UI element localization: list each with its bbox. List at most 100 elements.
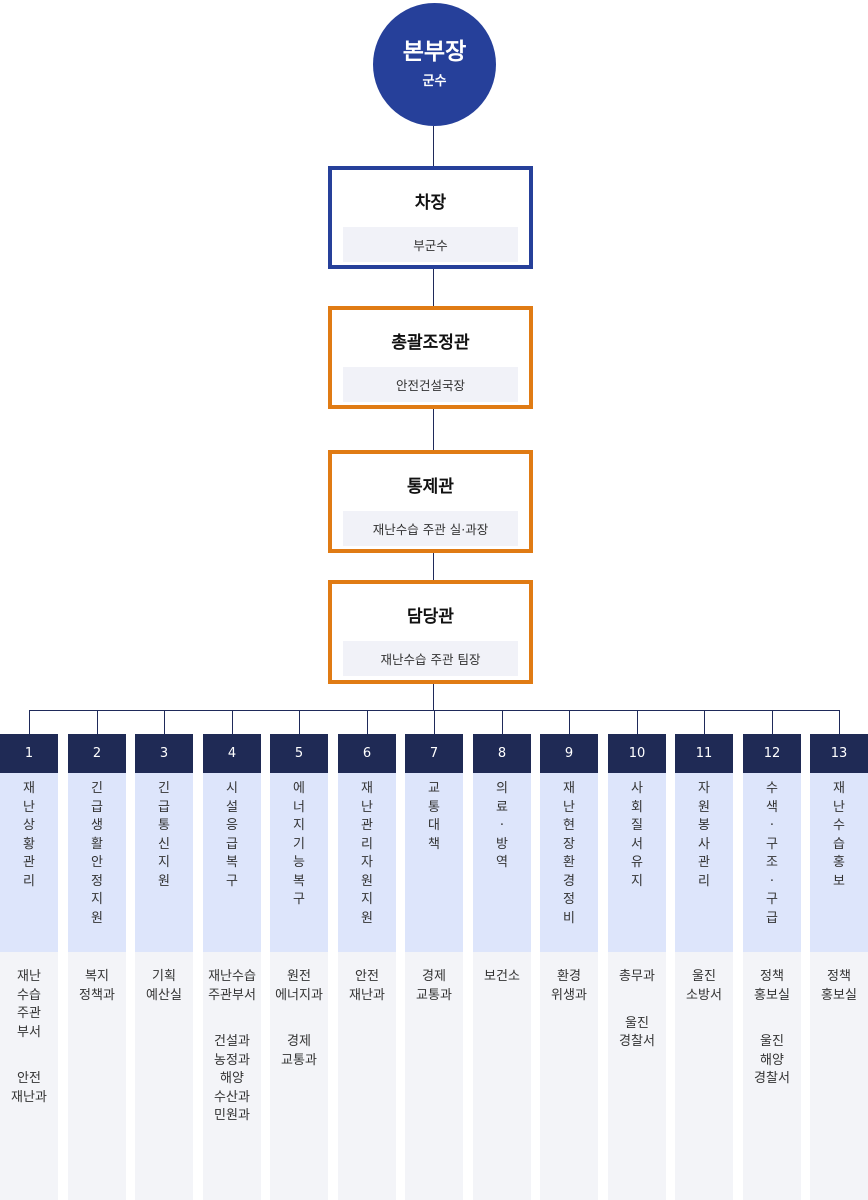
column-number: 1 (0, 734, 58, 773)
task-char: 회 (631, 799, 643, 815)
task-char: 급 (766, 910, 778, 926)
task-char: 원 (158, 873, 170, 889)
task-char: 리 (23, 873, 35, 889)
department-label: 환경 위생과 (551, 969, 587, 1003)
level-title: 담당관 (407, 607, 454, 627)
column-number: 11 (675, 734, 733, 773)
task-char: 상 (23, 818, 35, 833)
task-char: · (769, 873, 775, 889)
connector-drop (772, 710, 773, 734)
task-char: 시 (226, 781, 238, 796)
task-char: · (769, 818, 775, 833)
column-departments: 기획 예산실 (135, 952, 193, 1200)
department-label: 원전 에너지과 (275, 969, 323, 1003)
task-char: 통 (158, 818, 170, 833)
task-char: 급 (226, 836, 238, 852)
task-char: 서 (631, 836, 643, 852)
task-char: 구 (226, 873, 238, 889)
task-char: 에 (293, 781, 305, 796)
task-char: 의 (496, 781, 508, 796)
task-char: 재 (23, 781, 35, 796)
task-char: 구 (766, 836, 778, 852)
task-char: 황 (23, 836, 35, 852)
column-departments: 경제 교통과 (405, 952, 463, 1200)
task-char: 정 (91, 873, 103, 889)
department-label: 재난 수습 주관 부서 (17, 969, 41, 1040)
task-char: 경 (563, 873, 575, 889)
department-label: 정책 홍보실 (821, 969, 857, 1003)
column-departments: 정책 홍보실 (810, 952, 868, 1200)
department-label: 총무과 (619, 969, 655, 984)
task-char: 난 (833, 799, 845, 815)
task-char: 재 (563, 781, 575, 796)
department-label: 정책 홍보실 (754, 969, 790, 1003)
column-departments: 울진 소방서 (675, 952, 733, 1200)
task-char: 구 (293, 892, 305, 907)
connector-drop (164, 710, 165, 734)
top-node-subtitle: 군수 (422, 73, 447, 89)
department-label: 경제 교통과 (416, 969, 452, 1003)
task-char: 자 (698, 781, 710, 796)
department-label: 복지 정책과 (79, 969, 115, 1003)
task-char: 현 (563, 818, 575, 833)
task-char: 료 (496, 799, 508, 815)
column-number: 6 (338, 734, 396, 773)
task-char: · (499, 818, 505, 833)
level-box-controller: 통제관 재난수습 주관 실·과장 (328, 450, 533, 553)
column-number: 13 (810, 734, 868, 773)
level-box-deputy: 차장 부군수 (328, 166, 533, 269)
task-char: 수 (766, 781, 778, 796)
department-label: 안전 재난과 (11, 1071, 47, 1105)
task-char: 유 (631, 855, 643, 870)
task-char: 대 (428, 818, 440, 833)
connector-drop (637, 710, 638, 734)
task-char: 자 (361, 855, 373, 870)
task-char: 관 (361, 818, 373, 833)
level-subtitle: 재난수습 주관 팀장 (343, 641, 518, 676)
task-char: 책 (428, 836, 440, 852)
task-char: 보 (833, 873, 845, 889)
task-char: 방 (496, 836, 508, 852)
task-char: 응 (226, 818, 238, 833)
task-char: 질 (631, 818, 643, 833)
task-char: 구 (766, 892, 778, 907)
task-char: 난 (563, 799, 575, 815)
task-char: 습 (833, 836, 845, 852)
task-char: 지 (91, 892, 103, 907)
task-char: 설 (226, 799, 238, 815)
task-char: 긴 (91, 781, 103, 796)
column-number: 3 (135, 734, 193, 773)
column-number: 10 (608, 734, 666, 773)
connector-drop (367, 710, 368, 734)
level-subtitle: 부군수 (343, 227, 518, 262)
task-char: 색 (766, 799, 778, 815)
task-char: 역 (496, 855, 508, 870)
task-char: 난 (361, 799, 373, 815)
task-char: 관 (698, 855, 710, 870)
task-char: 원 (698, 799, 710, 815)
task-char: 복 (293, 873, 305, 889)
column-departments: 안전 재난과 (338, 952, 396, 1200)
task-char: 정 (563, 892, 575, 907)
task-char: 리 (361, 836, 373, 852)
task-char: 교 (428, 781, 440, 796)
task-char: 통 (428, 799, 440, 815)
column-number: 9 (540, 734, 598, 773)
task-char: 재 (361, 781, 373, 796)
department-label: 울진 소방서 (686, 969, 722, 1003)
connector-drop (704, 710, 705, 734)
task-char: 신 (158, 836, 170, 852)
connector-drop (502, 710, 503, 734)
task-char: 원 (361, 910, 373, 926)
connector-spine (433, 553, 434, 580)
